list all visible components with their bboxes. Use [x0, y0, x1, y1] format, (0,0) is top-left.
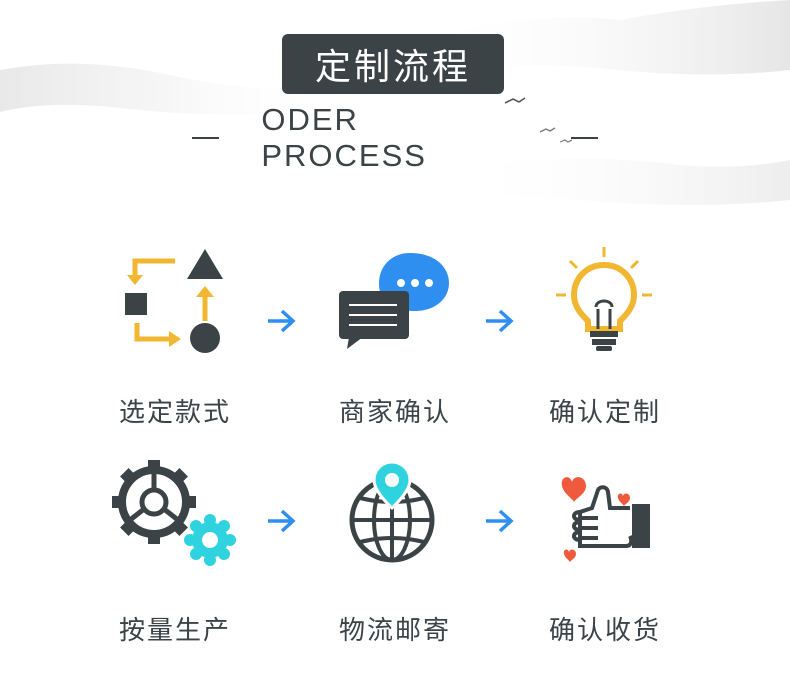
step-label: 按量生产 — [118, 616, 231, 646]
section-subtitle-row: ODER PROCESS — [150, 102, 640, 173]
section-title-box: 定制流程 — [282, 34, 504, 94]
left-dash — [192, 137, 220, 139]
arrow-right-icon — [486, 309, 514, 333]
globe-pin-icon — [349, 460, 435, 563]
lightbulb-icon — [556, 247, 652, 351]
step-label: 确认定制 — [548, 398, 661, 428]
step-label: 物流邮寄 — [338, 616, 451, 646]
step-label: 商家确认 — [338, 398, 451, 428]
right-dash — [570, 137, 599, 139]
section-title: 定制流程 — [314, 47, 471, 88]
chat-bubbles-icon — [339, 253, 449, 349]
step-label: 选定款式 — [118, 398, 231, 428]
shapes-flow-icon — [125, 249, 223, 353]
arrow-right-icon — [486, 509, 514, 533]
section-subtitle: ODER PROCESS — [261, 102, 427, 173]
ink-wash-background — [0, 0, 790, 205]
step-label: 确认收货 — [548, 616, 661, 646]
thumbs-up-hearts-icon — [561, 477, 650, 562]
gears-icon — [112, 460, 236, 566]
arrow-right-icon — [268, 309, 296, 333]
arrow-right-icon — [268, 509, 296, 533]
